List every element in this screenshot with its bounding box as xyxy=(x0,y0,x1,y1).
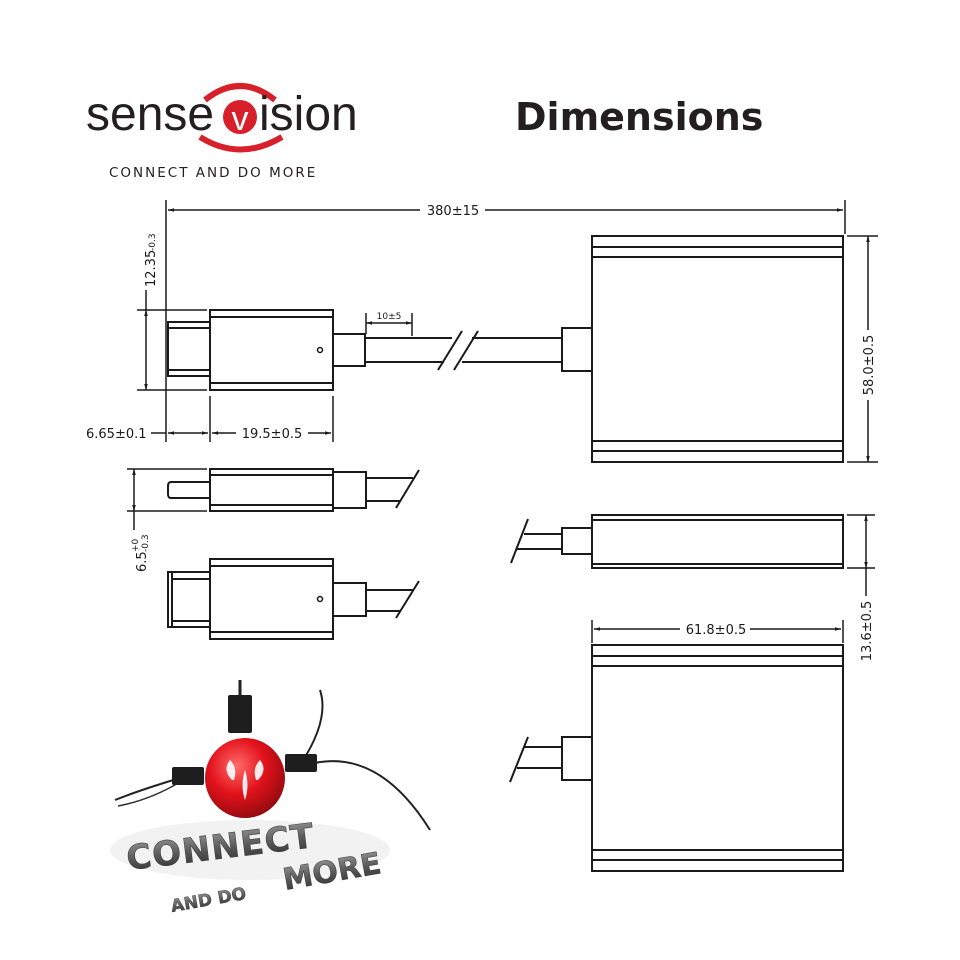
led-dot xyxy=(316,595,324,603)
box-width-label: 61.8±0.5 xyxy=(686,623,747,638)
box-width-dimension: 61.8±0.5 xyxy=(591,620,844,643)
connect-and-do-more-promo-image: CONNECT AND DO MORE xyxy=(110,680,431,917)
logo-text-ision: ision xyxy=(259,88,358,141)
plug-height-dimension: 12.35 -0.3 xyxy=(137,233,207,391)
box-thickness-dimension: 13.6±0.5 xyxy=(847,514,875,662)
logo-text-v: v xyxy=(232,100,249,138)
plug-thickness-label: 6.5 xyxy=(135,551,150,572)
sensevision-logo: sense v ision CONNECT AND DO MORE xyxy=(86,83,358,181)
plug-thickness-tol-upper: +0 xyxy=(131,538,141,552)
logo-arc-top xyxy=(203,83,277,103)
plug-thickness-dimension: 6.5 +0 -0.3 xyxy=(127,468,207,572)
overall-length-label: 380±15 xyxy=(427,204,479,219)
logo-tagline: CONNECT AND DO MORE xyxy=(109,165,317,181)
plug-thickness-tol-lower: -0.3 xyxy=(141,534,151,552)
logo-v-circle xyxy=(223,100,257,134)
logo-text-sense: sense xyxy=(86,88,214,141)
adapter-box-top-view xyxy=(509,644,844,872)
tip-and-body-length-dimension: 6.65±0.1 19.5±0.5 xyxy=(86,396,334,442)
usb-c-plug-front-view xyxy=(167,309,562,391)
promo-and-do-text: AND DO xyxy=(169,884,247,917)
adapter-box-front-view xyxy=(561,235,844,463)
adapter-box-side-view xyxy=(510,514,844,569)
box-height-label: 58.0±0.5 xyxy=(862,335,877,396)
strain-relief-dimension: 10±5 xyxy=(365,312,413,336)
led-dot xyxy=(316,346,324,354)
usb-plug-icon xyxy=(228,695,252,733)
box-thickness-label: 13.6±0.5 xyxy=(860,601,875,662)
strain-relief-label: 10±5 xyxy=(377,312,402,322)
box-height-dimension: 58.0±0.5 xyxy=(847,235,878,463)
usb-c-plug-top-view xyxy=(167,558,420,640)
overall-length-dimension: 380±15 xyxy=(165,200,846,442)
plug-body-length-label: 19.5±0.5 xyxy=(242,427,303,442)
logo-arc-bottom xyxy=(198,134,284,153)
page-title: Dimensions xyxy=(515,95,763,139)
usb-c-plug-side-view xyxy=(167,468,420,512)
tip-length-label: 6.65±0.1 xyxy=(86,427,147,442)
plug-height-tolerance: -0.3 xyxy=(148,233,158,251)
plug-height-label: 12.35 xyxy=(144,250,159,287)
